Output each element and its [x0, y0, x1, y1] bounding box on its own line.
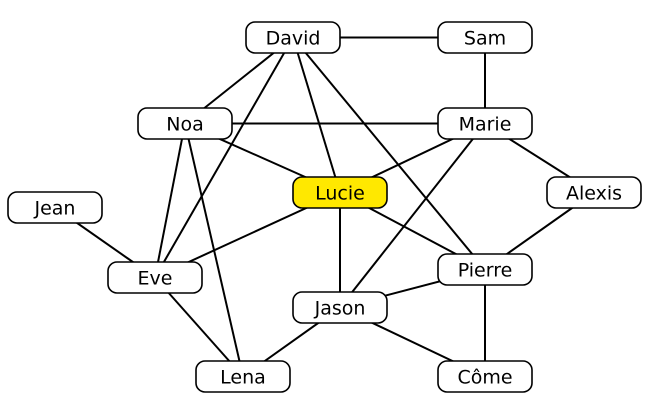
edge-noa-eve	[154, 123, 186, 278]
node-pierre: Pierre	[437, 253, 533, 286]
node-box-noa	[137, 107, 233, 140]
node-lucie: Lucie	[292, 176, 388, 209]
node-noa: Noa	[137, 107, 233, 140]
node-label-alexis: Alexis	[566, 183, 622, 205]
node-box-david	[245, 21, 341, 54]
edge-david-pierre	[292, 36, 486, 271]
node-box-jean	[7, 191, 103, 224]
node-label-come: Côme	[457, 367, 512, 389]
node-label-lucie: Lucie	[315, 183, 365, 205]
node-label-david: David	[266, 28, 321, 50]
node-label-marie: Marie	[459, 114, 512, 136]
node-label-eve: Eve	[138, 268, 173, 290]
node-marie: Marie	[437, 107, 533, 140]
node-box-sam	[437, 21, 533, 54]
node-box-alexis	[546, 176, 642, 209]
node-box-come	[437, 360, 533, 393]
node-eve: Eve	[107, 261, 203, 294]
node-box-jason	[292, 291, 388, 324]
node-jason: Jason	[292, 291, 388, 324]
node-label-noa: Noa	[166, 114, 203, 136]
node-sam: Sam	[437, 21, 533, 54]
node-label-pierre: Pierre	[458, 260, 513, 282]
node-label-sam: Sam	[464, 28, 506, 50]
node-lena: Lena	[195, 360, 291, 393]
node-come: Côme	[437, 360, 533, 393]
edge-david-lucie	[292, 37, 341, 193]
edge-david-eve	[154, 37, 294, 278]
node-david: David	[245, 21, 341, 54]
node-label-lena: Lena	[220, 367, 266, 389]
edge-eve-lena	[154, 276, 244, 378]
node-box-marie	[437, 107, 533, 140]
node-jean: Jean	[7, 191, 103, 224]
node-label-jason: Jason	[314, 298, 366, 320]
edge-marie-jason	[339, 122, 486, 309]
node-alexis: Alexis	[546, 176, 642, 209]
node-box-eve	[107, 261, 203, 294]
node-box-pierre	[437, 253, 533, 286]
node-label-jean: Jean	[34, 198, 76, 220]
node-box-lucie	[292, 176, 388, 209]
node-box-lena	[195, 360, 291, 393]
